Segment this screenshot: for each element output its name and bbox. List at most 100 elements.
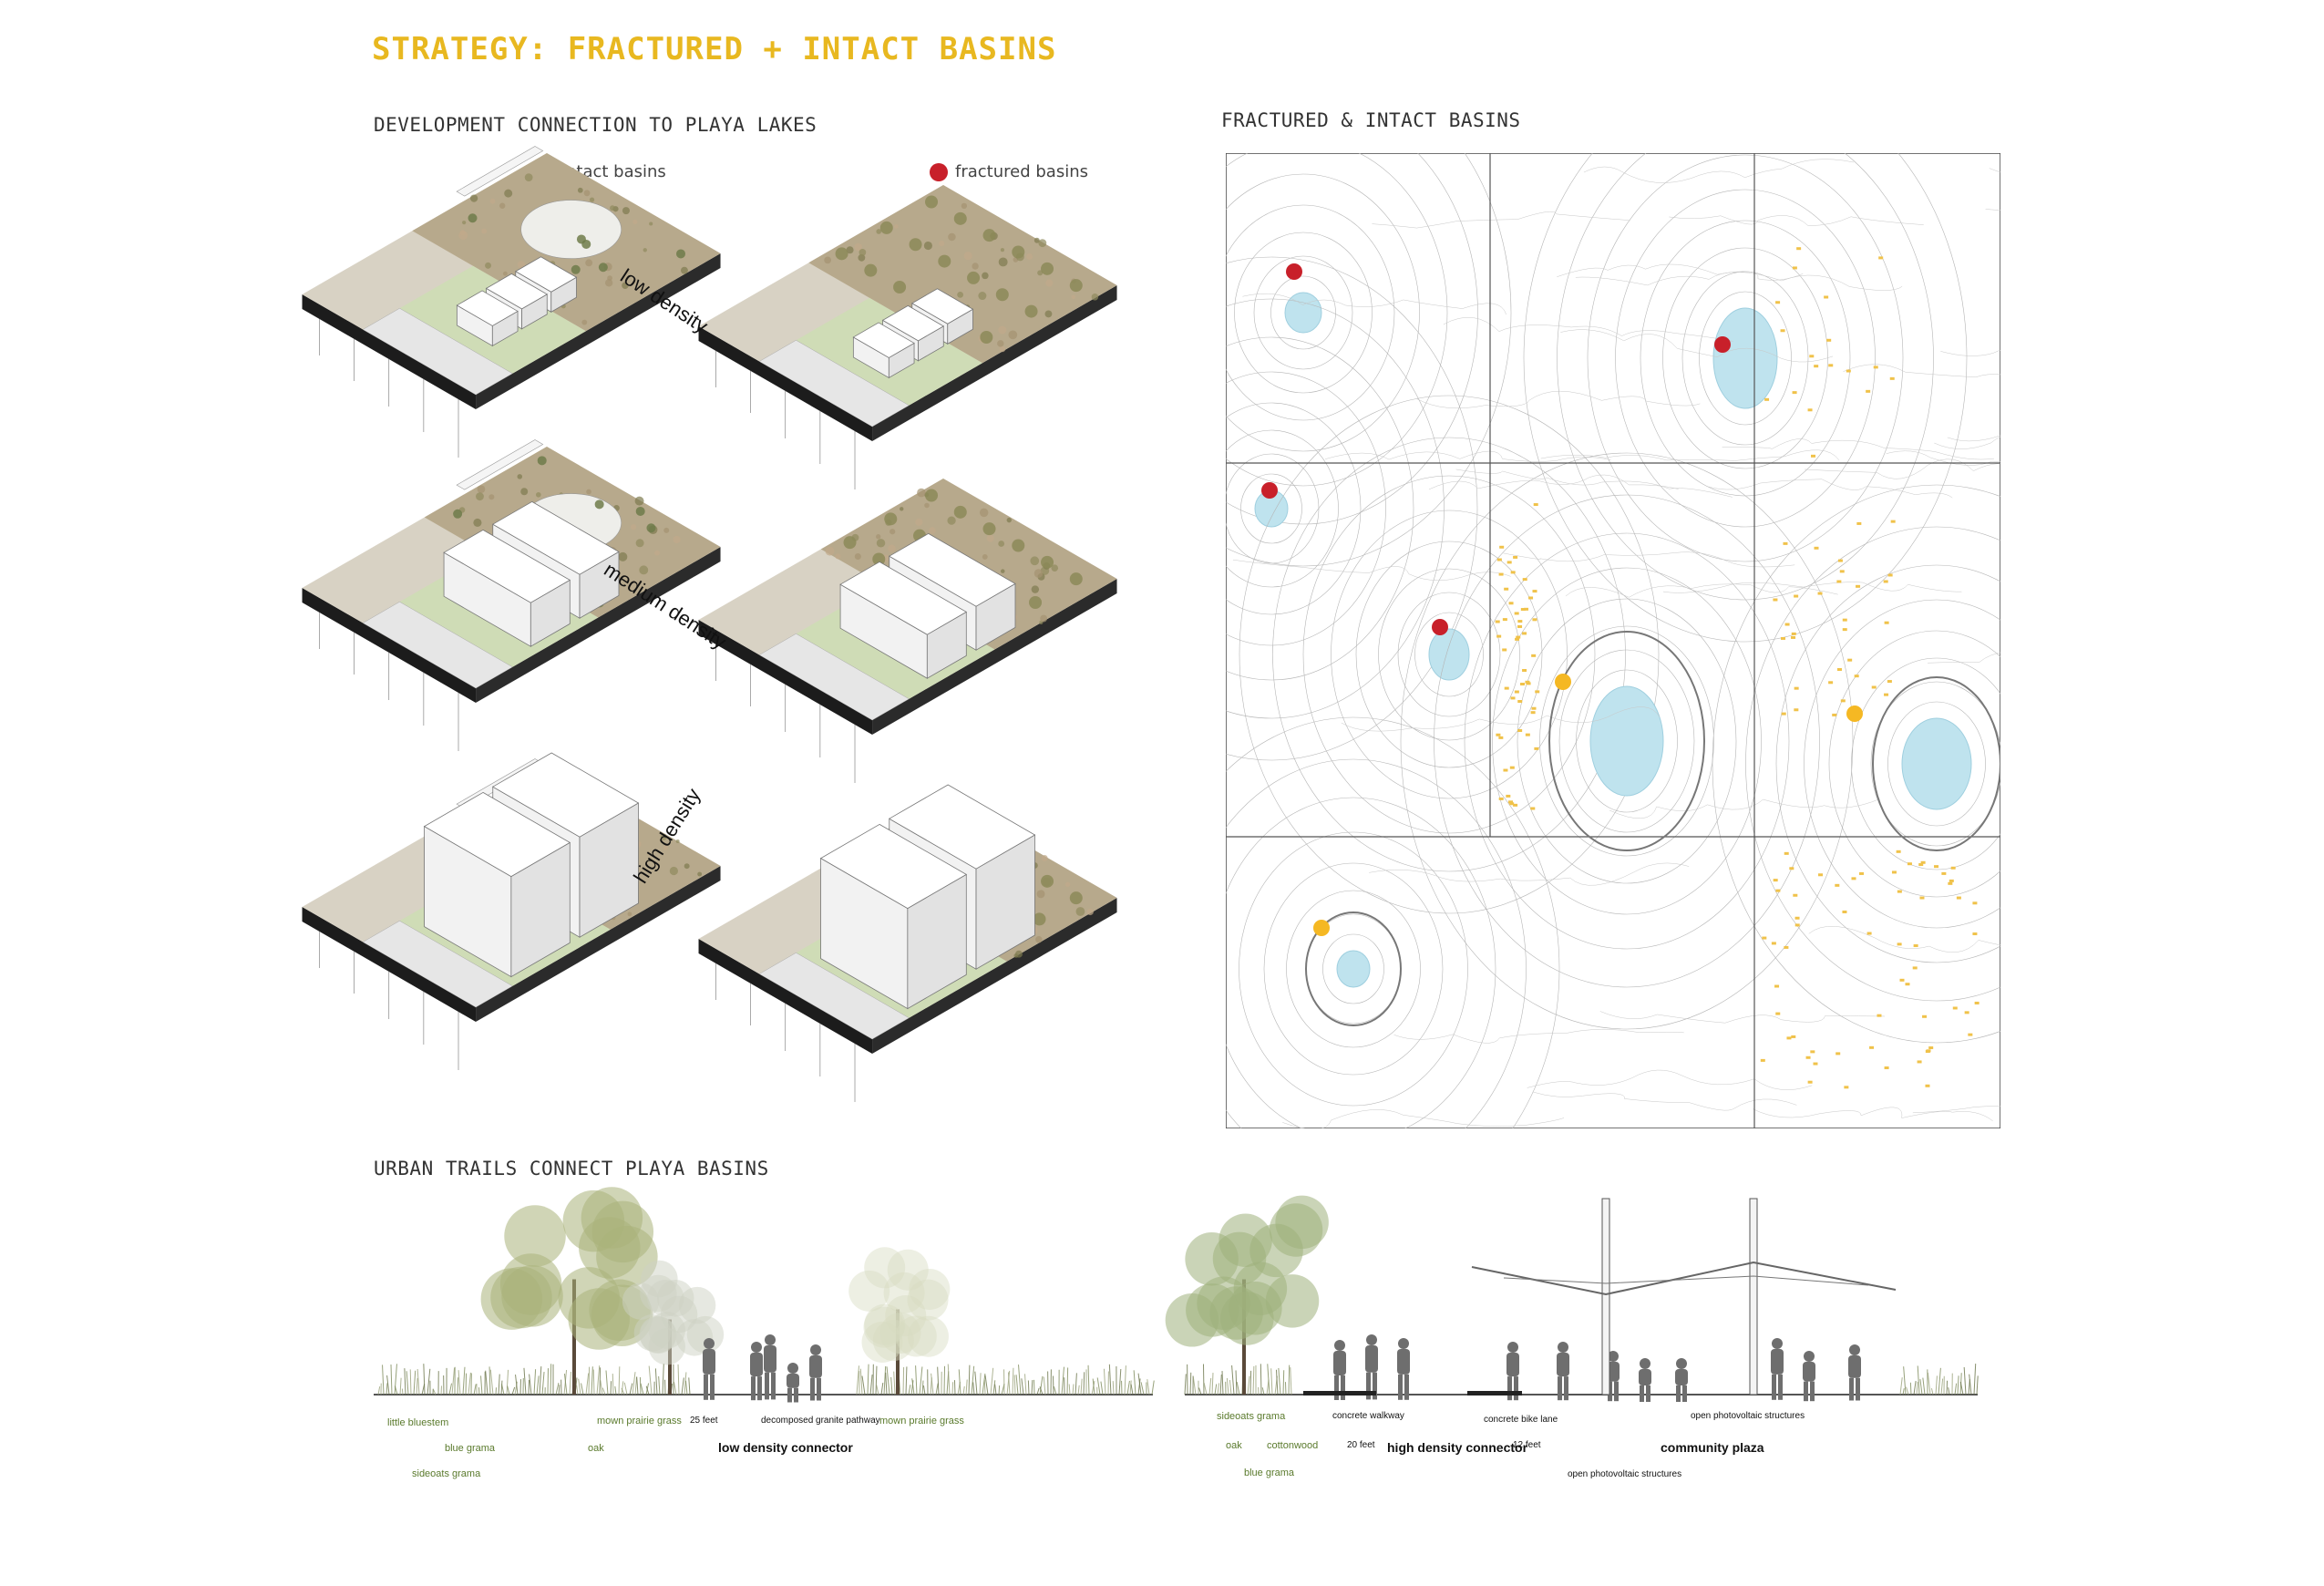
building-footprint: [1522, 669, 1527, 672]
prairie-texture: [894, 224, 899, 229]
prairie-texture: [911, 546, 920, 554]
tree: [1012, 859, 1024, 871]
building-footprint: [1948, 882, 1952, 885]
prairie-grass: [1016, 1375, 1018, 1395]
prairie-texture: [1065, 882, 1070, 887]
building-side: [976, 583, 1015, 650]
tree-canopy: [640, 1275, 677, 1313]
prairie-texture: [915, 519, 922, 526]
prairie-texture: [509, 557, 516, 564]
prairie-texture: [1042, 855, 1048, 861]
building-footprint: [1836, 581, 1841, 583]
prairie-grass: [1130, 1381, 1131, 1395]
building-footprint: [1520, 683, 1525, 685]
prairie-grass: [1914, 1381, 1916, 1395]
prairie-grass: [1152, 1381, 1154, 1395]
prairie-grass: [1032, 1380, 1033, 1395]
prairie-grass: [995, 1385, 996, 1395]
building-footprint: [1793, 266, 1797, 269]
tree: [1012, 540, 1024, 552]
prairie-texture: [876, 229, 881, 234]
prairie-grass: [463, 1367, 465, 1395]
prairie-texture: [922, 324, 927, 328]
prairie-area: [808, 185, 1116, 363]
person-leg: [787, 1388, 792, 1403]
tree: [646, 523, 655, 532]
building-footprint: [1818, 592, 1823, 595]
prairie-texture: [515, 539, 524, 548]
prairie-texture: [519, 570, 525, 575]
person-silhouette: [1365, 1334, 1378, 1399]
building-footprint: [1794, 708, 1798, 711]
prairie-grass: [1078, 1385, 1079, 1395]
tree: [988, 620, 1001, 633]
prairie-texture: [681, 267, 688, 274]
tree: [1041, 875, 1054, 888]
building-footprint: [1897, 850, 1901, 853]
prairie-texture: [996, 930, 1000, 933]
person-leg: [710, 1375, 715, 1400]
prairie-texture: [924, 834, 931, 841]
person-silhouette: [1397, 1338, 1410, 1400]
basin-water: [1337, 951, 1370, 987]
prairie-grass: [501, 1384, 504, 1395]
prairie-texture: [1035, 936, 1042, 942]
prairie-texture: [873, 837, 879, 842]
prairie-texture: [581, 238, 588, 245]
prairie-texture: [1026, 926, 1033, 933]
prairie-grass: [490, 1370, 493, 1395]
tree: [910, 238, 922, 251]
prairie-grass: [906, 1366, 907, 1395]
building-side: [580, 803, 638, 937]
prairie-grass: [1936, 1375, 1937, 1395]
prairie-texture: [504, 558, 509, 562]
prairie-texture: [517, 562, 522, 568]
tree-canopy: [568, 1288, 630, 1350]
prairie-grass: [1014, 1375, 1015, 1395]
person-body: [809, 1355, 822, 1378]
tree: [913, 530, 926, 542]
person-silhouette: [809, 1344, 822, 1401]
prairie-grass: [1203, 1365, 1204, 1395]
plant-label: little bluestem: [387, 1417, 448, 1428]
prairie-grass: [1131, 1385, 1133, 1395]
building-footprint: [1949, 880, 1954, 882]
prairie-grass: [581, 1384, 583, 1395]
tree: [595, 499, 604, 509]
tree: [1070, 572, 1083, 585]
pv-column: [1602, 1199, 1609, 1395]
building-roof: [444, 530, 570, 602]
tree: [901, 570, 914, 582]
street-sections: [0, 1176, 2324, 1586]
building-footprint: [1781, 329, 1785, 332]
prairie-texture: [1008, 621, 1015, 628]
building-footprint: [1513, 556, 1517, 559]
prairie-grass: [886, 1373, 887, 1395]
prairie-texture: [575, 823, 581, 829]
building-footprint: [1784, 946, 1788, 949]
prairie-texture: [1016, 908, 1024, 916]
prairie-grass: [1069, 1384, 1070, 1395]
prairie-texture: [530, 502, 534, 507]
building-side: [821, 859, 908, 1009]
prairie-grass: [1218, 1383, 1219, 1395]
person-silhouette: [750, 1342, 763, 1400]
prairie-texture: [979, 927, 983, 932]
building-footprint: [1794, 687, 1799, 690]
building-footprint: [1499, 798, 1504, 800]
intact-basin-marker: [1313, 920, 1330, 936]
building-roof: [889, 533, 1015, 606]
prairie-grass: [689, 1377, 690, 1395]
building-footprint: [1928, 1046, 1933, 1049]
prairie-texture: [1039, 621, 1043, 624]
prairie-texture: [607, 275, 612, 281]
prairie-grass: [685, 1381, 687, 1395]
prairie-grass: [1022, 1378, 1023, 1395]
prairie-texture: [1092, 294, 1099, 301]
slab-side: [872, 579, 1116, 735]
prairie-grass: [624, 1383, 627, 1395]
width-label: 25 feet: [690, 1416, 718, 1426]
prairie-texture: [1001, 248, 1004, 252]
tree: [954, 506, 967, 519]
prairie-grass: [1958, 1375, 1959, 1395]
